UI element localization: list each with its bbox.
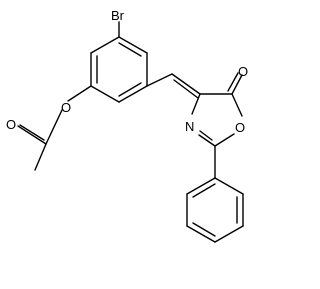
bromine-label: Br: [111, 8, 125, 23]
molecule-structure: Br O O O N O: [6, 8, 248, 243]
atom-labels: Br O O O N O: [6, 8, 248, 135]
acetyl-carbonyl-oxygen-label: O: [6, 117, 16, 132]
bromophenyl-ring: [90, 36, 148, 103]
lactone-carbonyl-oxygen-label: O: [238, 64, 248, 79]
ester-oxygen-label: O: [61, 100, 71, 115]
oxazolone-ring: [191, 72, 243, 147]
phenyl-ring: [186, 145, 244, 243]
acetoxy-group: [17, 85, 92, 171]
ring-oxygen-label: O: [235, 120, 245, 135]
vinyl-linker: [146, 73, 201, 99]
ring-nitrogen-label: N: [185, 119, 194, 134]
